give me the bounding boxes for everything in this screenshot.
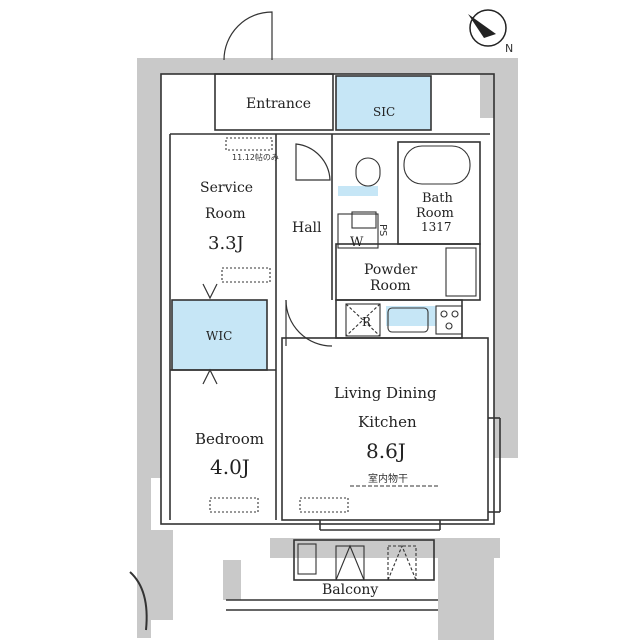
sic-label: SIC xyxy=(373,105,395,119)
ldk-size: 8.6J xyxy=(366,439,406,463)
toilet-icon xyxy=(355,157,381,187)
door-swings xyxy=(202,11,333,385)
compass-icon: N xyxy=(468,9,513,55)
vanity-icon xyxy=(445,247,477,297)
window-icon xyxy=(299,497,349,513)
ldk-label-1: Living Dining xyxy=(334,384,437,402)
compass-label: N xyxy=(505,42,513,55)
fridge-icon xyxy=(345,303,381,337)
bathtub-icon xyxy=(403,145,471,185)
fridge-label: R xyxy=(362,315,372,329)
bath-label-2: Room xyxy=(416,206,454,221)
washer-icon xyxy=(337,213,379,249)
ceiling-note: 11.12帖のみ xyxy=(232,152,279,162)
ps-label: PS xyxy=(377,224,388,236)
window-icon xyxy=(209,497,259,513)
hall-label: Hall xyxy=(292,220,322,236)
powder-label-1: Powder xyxy=(364,262,418,278)
service-room-label-1: Service xyxy=(200,180,253,196)
powder-label-2: Room xyxy=(370,278,411,294)
window-icon xyxy=(221,267,271,283)
bedroom-size: 4.0J xyxy=(210,455,250,479)
window-icon xyxy=(225,137,273,151)
ldk-label-2: Kitchen xyxy=(358,413,417,431)
bath-size: 1317 xyxy=(421,220,452,234)
bath-label-1: Bath xyxy=(422,191,454,206)
laundry-note: 室内物干 xyxy=(368,472,408,485)
service-room-size: 3.3J xyxy=(208,233,244,254)
stove-icon xyxy=(435,305,463,335)
sink-icon xyxy=(387,307,429,333)
fixtures xyxy=(129,137,477,631)
storage-fills xyxy=(172,76,436,370)
bedroom-label: Bedroom xyxy=(195,430,264,448)
washer-label: W xyxy=(350,235,364,250)
entrance-label: Entrance xyxy=(246,96,311,112)
exterior-walls xyxy=(137,58,518,640)
wic-label: WIC xyxy=(206,329,232,343)
balcony-label: Balcony xyxy=(322,582,378,598)
service-room-label-2: Room xyxy=(205,206,246,222)
